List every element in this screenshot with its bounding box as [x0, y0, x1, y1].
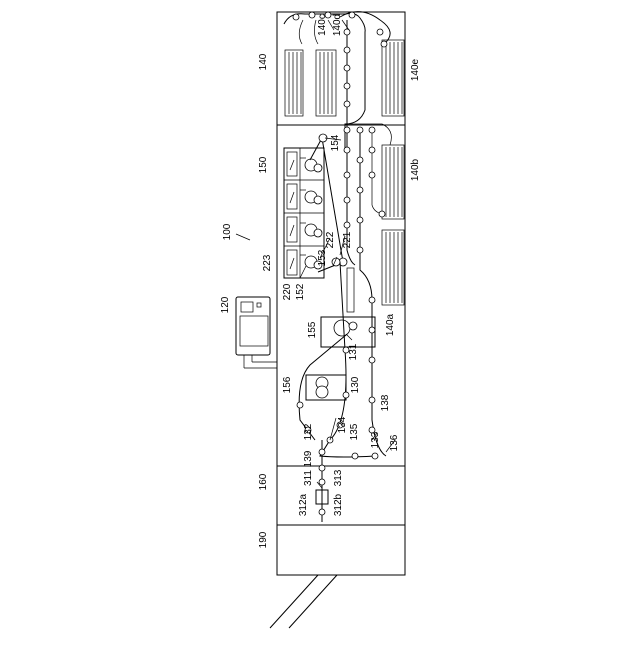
stacker-trays-side	[382, 145, 404, 305]
label-312b: 312b	[333, 493, 344, 516]
label-156: 156	[282, 376, 293, 393]
label-140: 140	[258, 53, 269, 70]
label-150: 150	[258, 156, 269, 173]
tray-140d	[316, 50, 336, 116]
tray-140c	[285, 50, 303, 116]
label-134: 134	[337, 416, 348, 433]
label-154: 154	[330, 134, 341, 151]
label-222: 222	[325, 231, 336, 248]
label-135: 135	[349, 423, 360, 440]
conveyor-roller	[347, 268, 354, 312]
base-leg-right	[289, 575, 337, 628]
label-153: 153	[317, 249, 328, 266]
controller-120	[236, 297, 277, 368]
label-220: 220	[282, 283, 293, 300]
label-131: 131	[348, 343, 359, 360]
label-140a: 140a	[385, 313, 396, 336]
label-120: 120	[220, 296, 231, 313]
base-leg-left	[270, 575, 318, 628]
label-152: 152	[295, 283, 306, 300]
label-133: 133	[370, 431, 381, 448]
label-140c: 140c	[317, 14, 328, 36]
label-160: 160	[258, 473, 269, 490]
label-155: 155	[307, 321, 318, 338]
label-140b: 140b	[410, 158, 421, 181]
label-221: 221	[342, 231, 353, 248]
label-139: 139	[303, 450, 314, 467]
tray-140b	[382, 145, 404, 219]
label-132: 132	[303, 423, 314, 440]
unit-156	[306, 375, 346, 400]
label-136: 136	[389, 434, 400, 451]
label-130: 130	[350, 376, 361, 393]
tray-140e	[382, 40, 404, 116]
label-313: 313	[333, 469, 344, 486]
label-140e: 140e	[410, 58, 421, 81]
system-arrow	[236, 234, 250, 240]
label-312a: 312a	[298, 493, 309, 516]
label-223: 223	[262, 254, 273, 271]
unit-155	[321, 317, 375, 347]
label-190: 190	[258, 531, 269, 548]
label-140d: 140d	[332, 14, 343, 36]
label-100: 100	[222, 223, 233, 240]
tray-140a	[382, 230, 404, 305]
label-311: 311	[303, 470, 314, 486]
label-138: 138	[380, 394, 391, 411]
